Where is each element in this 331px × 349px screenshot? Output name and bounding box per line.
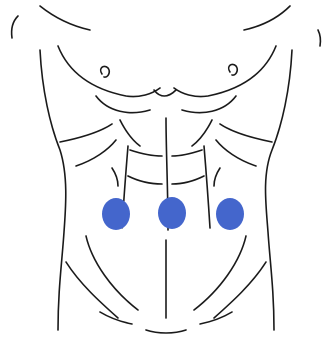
chest-right [174,46,276,97]
lower-left-fold [100,312,132,324]
torso-left-outline [40,50,66,330]
abs-row-2-right [172,176,204,184]
abs-upper-left [120,120,140,146]
lower-abs-left [86,236,138,310]
neck-right [244,6,290,30]
lower-right-fold [200,312,232,324]
shoulder-line [12,16,18,38]
right-marker [216,198,244,230]
abs-tick-left [112,168,118,186]
abs-row-1-right [172,150,202,156]
rib-left [60,124,112,142]
abs-tick-right [214,168,220,186]
chest-lower-curve [96,96,150,113]
marker-group [102,197,244,230]
lower-abs-right [194,236,246,310]
chest-lower-curve-right [182,96,236,113]
inguinal-left [66,262,118,318]
center-marker [158,197,186,229]
abs-right-column [204,146,210,228]
inguinal-right [214,262,266,318]
left-marker [102,198,130,230]
rib-left-lower [76,140,116,166]
right-edge-mark [318,30,320,46]
right-nipple [229,64,238,75]
pubic-line [146,330,186,333]
abs-row-2-left [128,176,162,184]
rib-right [220,124,272,142]
torso-right-outline [266,50,293,330]
abs-upper-right [192,120,212,146]
sternum-notch [154,90,176,96]
abs-row-1-left [130,150,162,156]
rib-right-lower [216,140,256,166]
left-nipple [101,66,110,77]
neck-left [40,6,90,30]
